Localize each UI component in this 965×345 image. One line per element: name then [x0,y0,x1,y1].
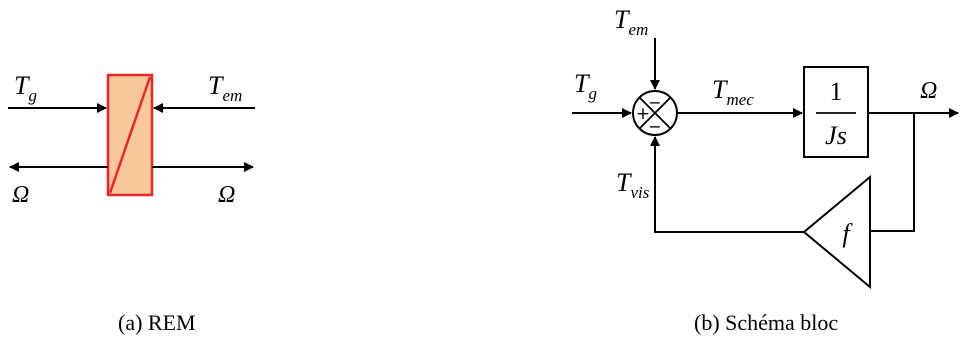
feedback-to-gain [870,113,915,232]
rem-label-omega-right: Ω [218,182,235,208]
rem-label-omega-left: Ω [12,182,29,208]
label-tmec: Tmec [712,75,754,109]
gain-label: f [842,219,853,248]
rem-caption: (a) REM [118,310,196,335]
sign-bottom: − [648,117,661,136]
sign-top: − [648,93,661,112]
summing-junction-cross-2 [638,96,672,130]
rem-block-diagonal [108,76,152,194]
label-omega: Ω [920,78,937,104]
rem-label-tg: Tg [14,71,37,105]
tvis-feedback-arrow [650,136,804,233]
gain-block [802,174,871,290]
rem-diagram: Tg Tem Ω Ω (a) REM [8,71,255,335]
rem-label-tem: Tem [208,71,242,105]
block-diagram: − + − Tem Tg Tmec 1 Js Ω f Tvis [572,5,959,335]
label-tem: Tem [614,5,648,39]
tf-denominator: Js [825,121,847,150]
bloc-caption: (b) Schéma bloc [694,310,838,335]
sign-left: + [636,104,650,124]
tf-numerator: 1 [830,77,843,106]
label-tg: Tg [574,69,597,103]
transfer-function-block [803,66,869,158]
label-tvis: Tvis [616,168,650,202]
